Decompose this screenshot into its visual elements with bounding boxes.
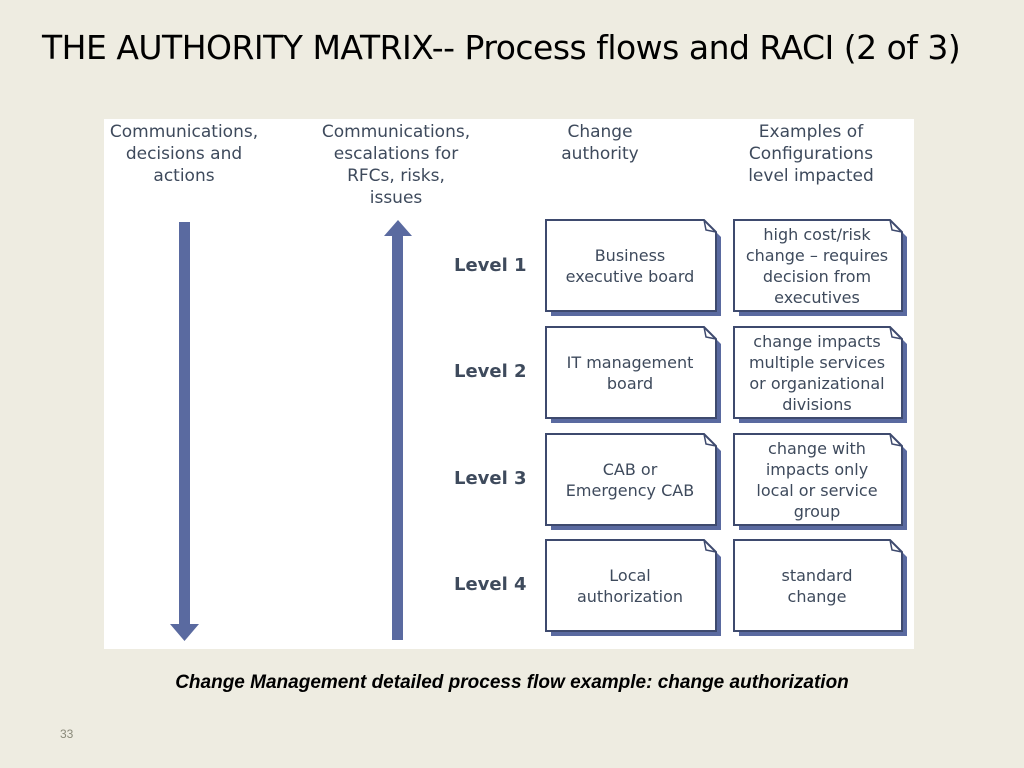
page-number: 33 <box>60 727 74 741</box>
level-2-authority-card-fold <box>703 326 717 340</box>
level-1-authority-card-fold <box>703 219 717 233</box>
level-1-example-card-fold <box>889 219 903 233</box>
level-3-label: Level 3 <box>454 468 527 489</box>
level-2-example-card <box>733 326 903 419</box>
level-1-authority-card <box>545 219 717 312</box>
figure-caption: Change Management detailed process flow … <box>175 672 849 693</box>
diagram-graphics <box>170 219 907 641</box>
up-arrow <box>384 220 412 640</box>
down-arrow <box>170 222 199 641</box>
level-3-example-card-fold <box>889 433 903 447</box>
level-1-label: Level 1 <box>454 255 527 276</box>
level-4-authority-card <box>545 539 717 632</box>
slide-title: THE AUTHORITY MATRIX-- Process flows and… <box>42 28 961 67</box>
level-1-example-card <box>733 219 903 312</box>
level-3-example-card <box>733 433 903 526</box>
level-4-example-card <box>733 539 903 632</box>
level-3-authority-card <box>545 433 717 526</box>
level-2-authority-card <box>545 326 717 419</box>
level-4-authority-card-fold <box>703 539 717 553</box>
level-2-label: Level 2 <box>454 361 527 382</box>
level-4-label: Level 4 <box>454 574 527 595</box>
level-4-example-card-fold <box>889 539 903 553</box>
level-3-authority-card-fold <box>703 433 717 447</box>
level-2-example-card-fold <box>889 326 903 340</box>
